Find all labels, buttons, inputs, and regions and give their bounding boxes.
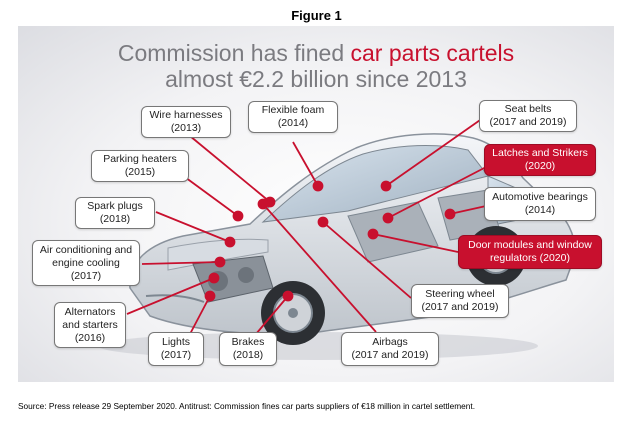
connector-door-modules: [372, 233, 459, 253]
callout-automotive-bearings: Automotive bearings (2014): [484, 187, 596, 221]
infographic-panel: Commission has fined car parts cartels a…: [18, 26, 614, 382]
headline-line-1: Commission has fined car parts cartels: [18, 40, 614, 66]
callout-title: Spark plugs: [87, 200, 143, 212]
callout-title: Lights: [161, 336, 191, 348]
dot-brakes: [282, 290, 294, 302]
dot-parking-heaters: [232, 210, 244, 222]
dot-spark-plugs: [224, 236, 236, 248]
callout-years: (2017 and 2019): [351, 349, 429, 361]
dot-steering-wheel: [317, 216, 329, 228]
connector-flexible-foam: [292, 141, 319, 187]
dot-air-conditioning: [214, 256, 226, 268]
connector-seat-belts: [385, 117, 484, 187]
car-illustration: [98, 117, 576, 360]
connector-parking-heaters: [177, 171, 239, 217]
dot-latches-strikers: [382, 212, 394, 224]
dot-airbags: [257, 198, 269, 210]
callout-years: (2017 and 2019): [489, 116, 567, 128]
callout-title: Parking heaters: [103, 153, 177, 165]
connector-alternators: [126, 277, 215, 315]
callout-title: Flexible foam: [261, 104, 325, 116]
callout-years: (2013): [170, 122, 202, 134]
callout-lights: Lights (2017): [148, 332, 204, 366]
front-wheel: [261, 281, 325, 345]
headline-plain-text: Commission has fined: [117, 40, 351, 66]
headline: Commission has fined car parts cartels a…: [18, 40, 614, 92]
figure-label: Figure 1: [291, 8, 342, 23]
callout-parking-heaters: Parking heaters (2015): [91, 150, 189, 182]
dot-alternators: [208, 272, 220, 284]
callout-wire-harnesses: Wire harnesses (2013): [141, 106, 231, 138]
car-body: [98, 133, 576, 360]
source-note: Source: Press release 29 September 2020.…: [18, 401, 476, 411]
connector-air-conditioning: [141, 261, 221, 265]
callout-title: Wire harnesses: [149, 109, 223, 121]
callout-door-modules: Door modules and window regulators (2020…: [458, 235, 602, 269]
connector-spark-plugs: [155, 211, 231, 243]
callout-years: (2014): [524, 204, 556, 216]
dot-door-modules: [367, 228, 379, 240]
callout-title: Brakes: [231, 336, 265, 348]
dot-seat-belts: [380, 180, 392, 192]
connector-lines: [126, 117, 489, 335]
callout-title: Automotive bearings: [492, 191, 588, 203]
callout-latches-strikers: Latches and Strikers (2020): [484, 144, 596, 176]
callout-spark-plugs: Spark plugs (2018): [75, 197, 155, 229]
connector-steering-wheel: [322, 221, 412, 299]
callout-years: (2015): [124, 166, 156, 178]
callout-title: Air conditioning and engine cooling: [39, 243, 133, 269]
callout-steering-wheel: Steering wheel (2017 and 2019): [411, 284, 509, 318]
dot-automotive-bearings: [444, 208, 456, 220]
callout-years: (2014): [277, 117, 309, 129]
callout-title: Alternators and starters: [62, 305, 118, 331]
callout-years: (2016): [74, 331, 106, 344]
callout-brakes: Brakes (2018): [219, 332, 277, 366]
connector-wire-harnesses: [189, 135, 271, 203]
connector-automotive-bearings: [449, 205, 487, 215]
callout-air-conditioning: Air conditioning and engine cooling (201…: [32, 240, 140, 286]
callout-alternators: Alternators and starters (2016): [54, 302, 126, 348]
callout-title: Latches and Strikers: [492, 147, 588, 159]
connector-lights: [189, 295, 211, 335]
connector-brakes: [255, 295, 289, 335]
callout-years: (2018): [99, 213, 131, 225]
callout-years: (2020): [524, 160, 556, 172]
callout-title: Seat belts: [504, 103, 552, 115]
connector-airbags: [262, 203, 377, 333]
callout-years: (2018): [232, 349, 264, 361]
dot-flexible-foam: [312, 180, 324, 192]
connector-latches-strikers: [387, 165, 489, 219]
callout-years: (2017): [160, 349, 192, 361]
dot-lights: [204, 290, 216, 302]
callout-title: Steering wheel: [425, 288, 495, 300]
callout-title: Door modules and window regulators (2020…: [468, 239, 592, 264]
headline-line-2: almost €2.2 billion since 2013: [165, 66, 467, 92]
headline-accent-text: car parts cartels: [350, 40, 515, 66]
callout-seat-belts: Seat belts (2017 and 2019): [479, 100, 577, 132]
callout-title: Airbags: [372, 336, 408, 348]
callout-years: (2017): [70, 269, 102, 282]
callout-years: (2017 and 2019): [421, 301, 499, 313]
callout-flexible-foam: Flexible foam (2014): [248, 101, 338, 133]
callout-airbags: Airbags (2017 and 2019): [341, 332, 439, 366]
